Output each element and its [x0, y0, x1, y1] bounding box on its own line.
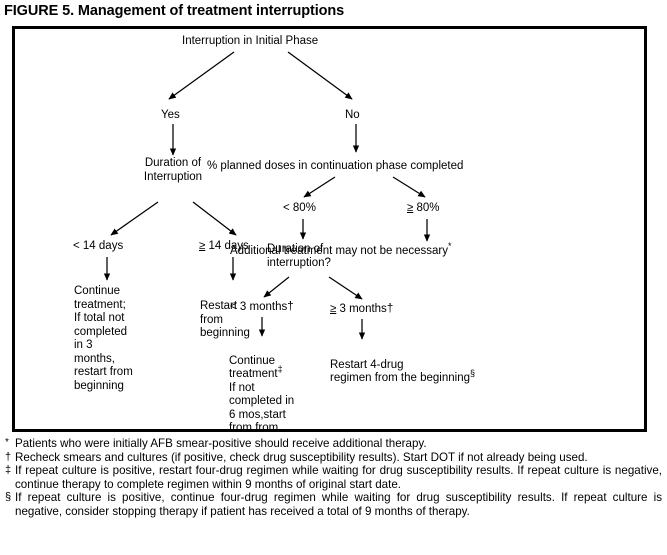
footnote-marker-asterisk: * [5, 437, 9, 448]
node-ge-80-percent-label: 80% [413, 202, 440, 214]
node-ge-14-days: ≥ 14 days [199, 240, 249, 254]
flowchart-frame: Interruption in Initial Phase Yes No Dur… [12, 26, 647, 432]
node-outcome-continue-treatment-left: Continue treatment; If total not complet… [74, 285, 133, 392]
ge-symbol: ≥ [330, 303, 337, 315]
node-lt-14-days: < 14 days [73, 240, 124, 252]
footnote-marker-asterisk: * [447, 241, 452, 252]
node-outcome-restart-4-drug-label: Restart 4-drug regimen from the beginnin… [330, 358, 470, 385]
node-outcome-continue-treatment-right: Continue treatment‡ If not completed in … [229, 341, 321, 432]
footnote-marker-section: § [470, 368, 476, 379]
node-outcome-restart-from-beginning: Restart from beginning [200, 300, 250, 339]
node-ge-3-months: ≥ 3 months† [330, 303, 393, 317]
node-branch-no: No [345, 109, 360, 121]
node-lt-80-percent: < 80% [283, 202, 316, 214]
footnote-marker-double-dagger: ‡ [5, 464, 12, 477]
footnote-marker-double-dagger: ‡ [277, 364, 283, 375]
footnote-item: * Patients who were initially AFB smear-… [5, 437, 662, 451]
node-lt-3-months: < 3 months† [230, 301, 294, 315]
footnote-item: † Recheck smears and cultures (if positi… [5, 451, 662, 465]
node-duration-of-interruption: Duration of Interruption [143, 157, 203, 183]
footnote-item: § If repeat culture is positive, continu… [5, 491, 662, 518]
node-root: Interruption in Initial Phase [182, 35, 319, 47]
ge-symbol: ≥ [407, 202, 414, 214]
footnote-marker-dagger: † [386, 303, 394, 315]
node-outcome-additional-treatment: Additional treatment may not be necessar… [230, 242, 452, 259]
node-ge-80-percent: ≥ 80% [407, 202, 440, 216]
node-ge-14-days-label: 14 days [205, 240, 249, 252]
footnotes: * Patients who were initially AFB smear-… [5, 437, 662, 519]
footnote-marker-dagger: † [287, 301, 294, 313]
footnote-marker-section: § [5, 491, 12, 504]
node-branch-yes: Yes [161, 109, 180, 121]
node-outcome-restart-4-drug: Restart 4-drug regimen from the beginnin… [330, 345, 510, 386]
node-outcome-continue-treatment-right-detail: If not completed in 6 mos,start from fro… [229, 381, 295, 432]
page-title: FIGURE 5. Management of treatment interr… [4, 3, 345, 19]
node-percent-planned-doses: % planned doses in continuation phase co… [207, 160, 464, 172]
node-outcome-continue-treatment-right-label: Continue treatment [229, 354, 278, 381]
node-ge-3-months-label: 3 months [336, 303, 387, 315]
node-outcome-additional-treatment-label: Additional treatment may not be necessar… [230, 245, 448, 257]
footnote-marker-dagger: † [5, 450, 12, 463]
footnote-text: If repeat culture is positive, continue … [15, 491, 662, 518]
node-lt-3-months-label: < 3 months [230, 301, 288, 313]
footnote-text: Patients who were initially AFB smear-po… [15, 437, 427, 450]
footnote-text: If repeat culture is positive, restart f… [15, 464, 662, 491]
footnote-text: Recheck smears and cultures (if positive… [15, 450, 588, 464]
footnote-item: ‡ If repeat culture is positive, restart… [5, 464, 662, 491]
ge-symbol: ≥ [199, 240, 206, 252]
node-duration-of-interruption-q: Duration of interruption? [267, 243, 331, 269]
